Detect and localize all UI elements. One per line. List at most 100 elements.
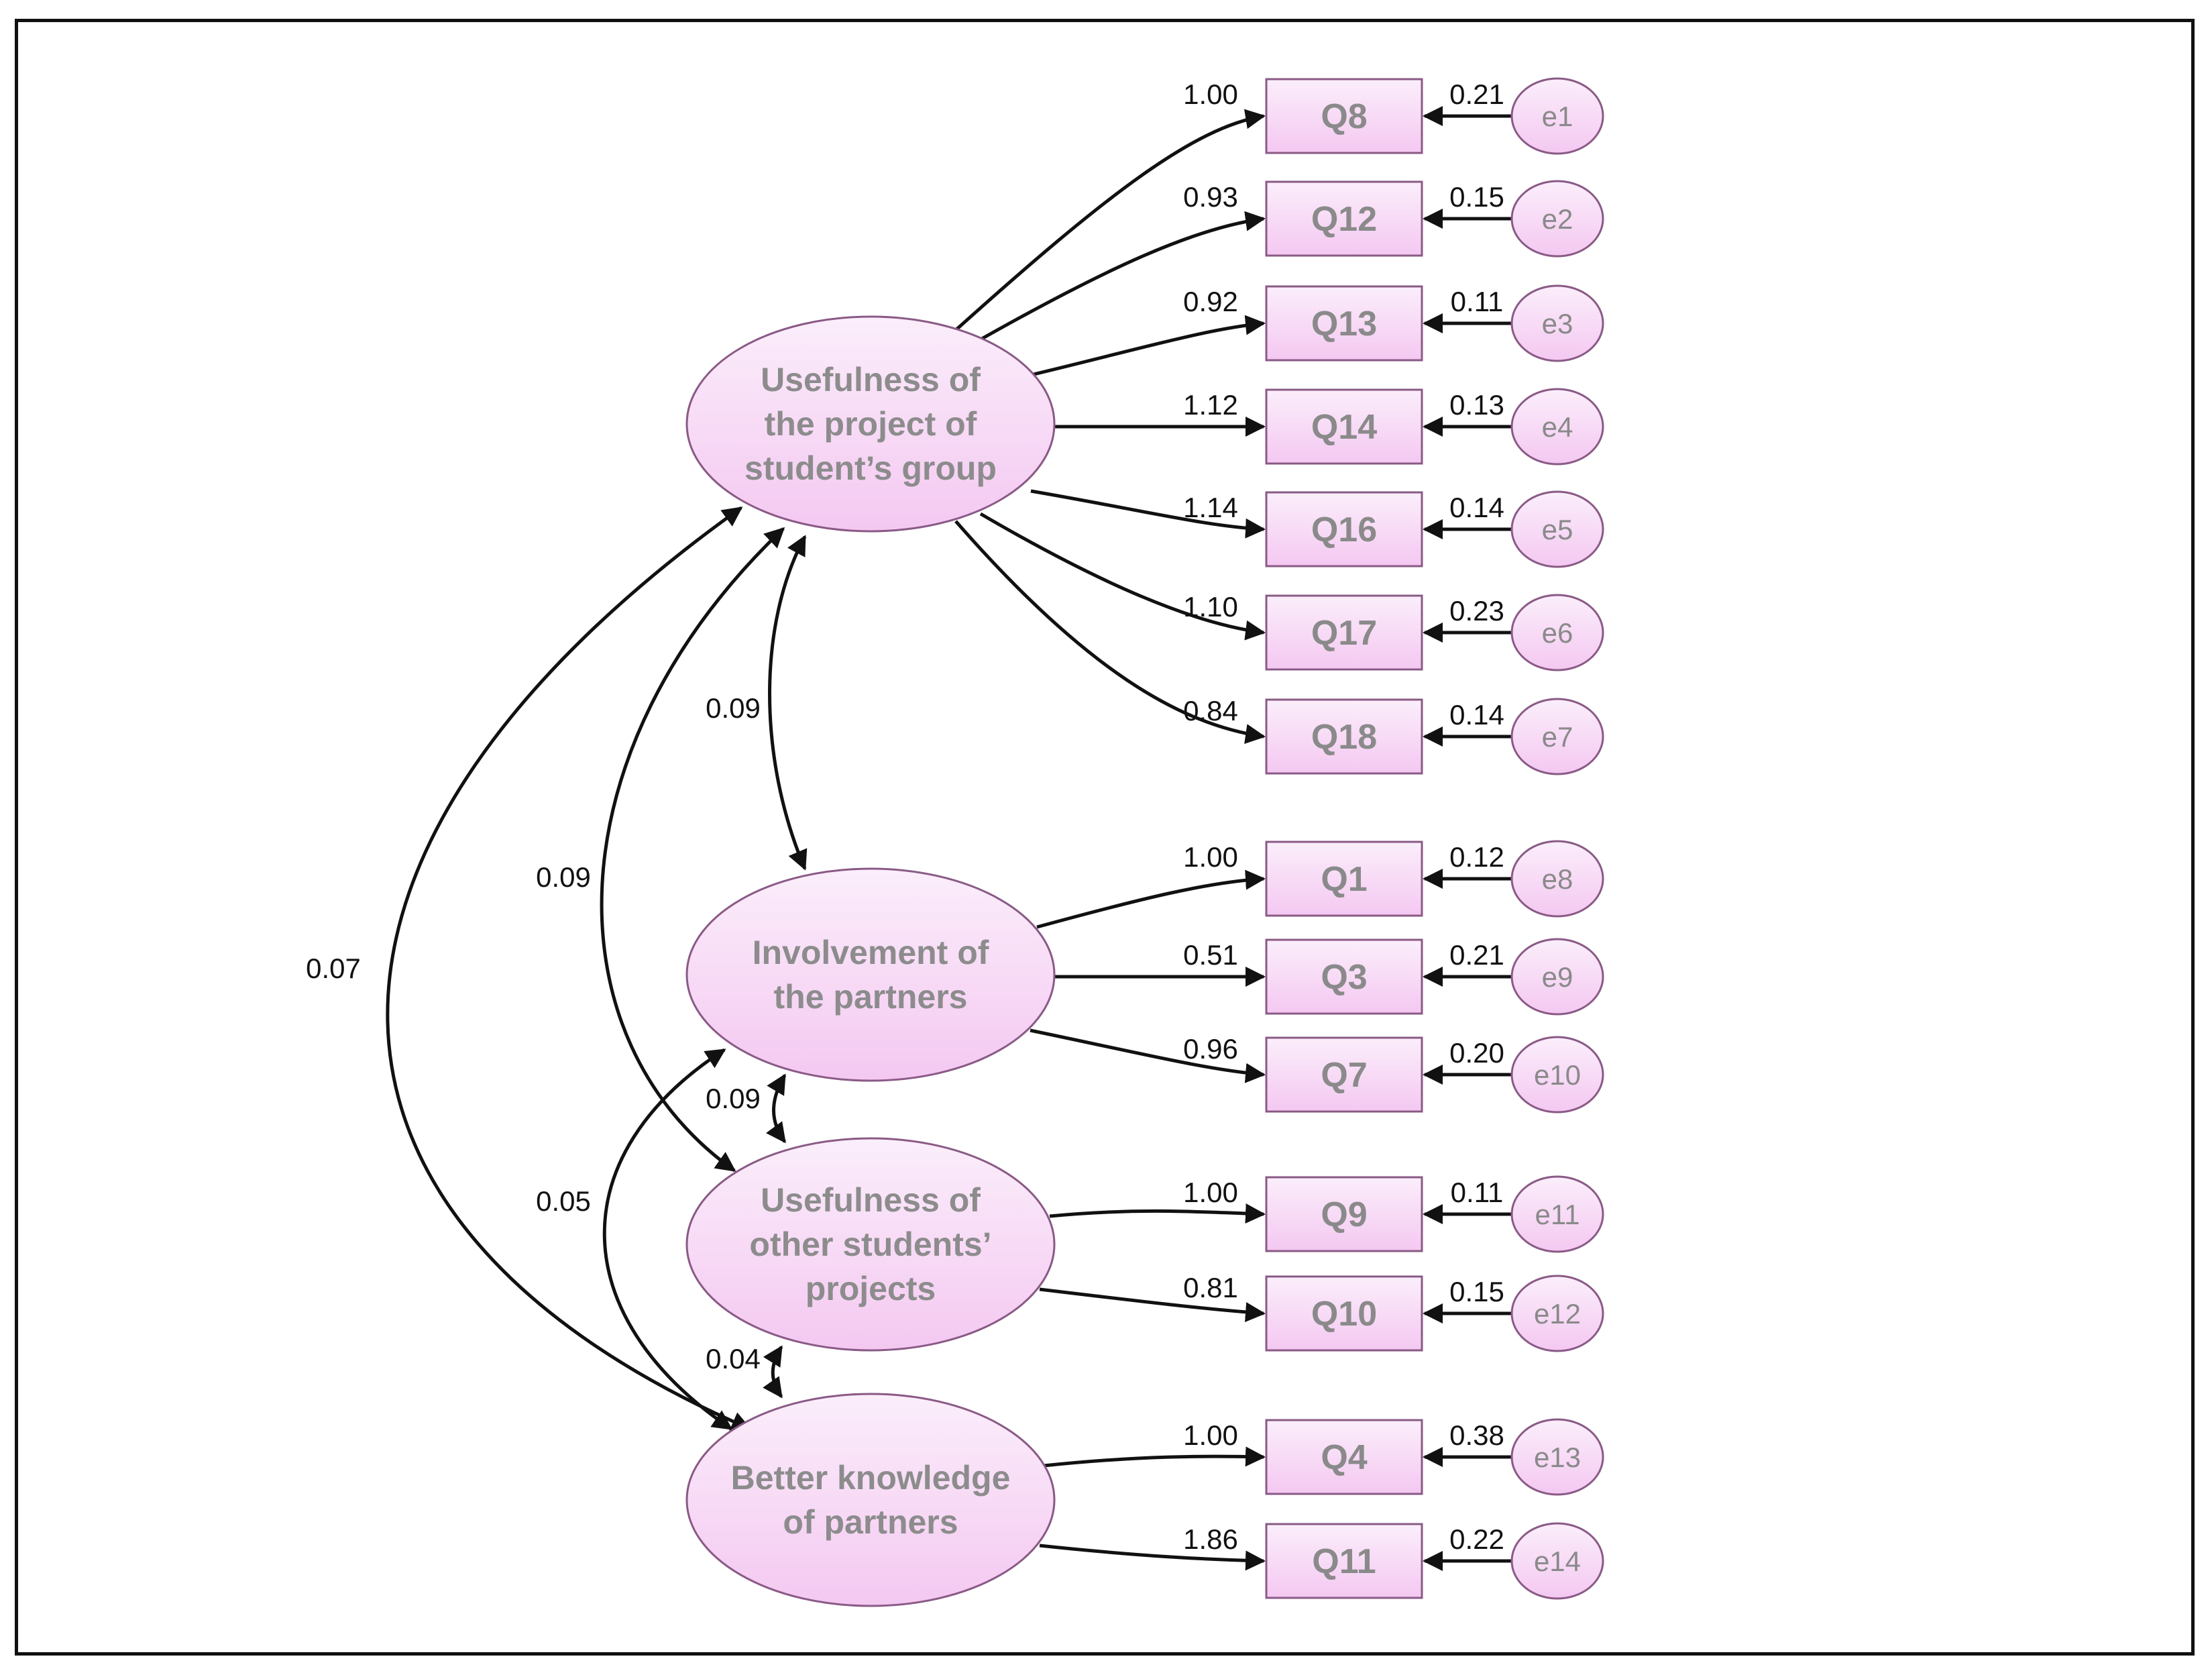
loading-label-q14: 1.12 — [1183, 389, 1238, 421]
indicator-box-q7 — [1265, 1036, 1423, 1113]
latent-label-l2-line-2: the partners — [774, 978, 968, 1016]
indicator-box-q10 — [1265, 1275, 1423, 1352]
latent-ellipse-l2 — [685, 867, 1056, 1082]
latent-label-l3-line-2: other students’ — [749, 1226, 991, 1263]
error-term-e2 — [1510, 180, 1604, 258]
loading-label-q8: 1.00 — [1183, 78, 1238, 110]
error-term-e6 — [1510, 594, 1604, 671]
covariance-layer — [386, 506, 808, 1431]
error-term-e4 — [1510, 388, 1604, 466]
covariance-curve-l2-l4 — [602, 1048, 733, 1431]
loading-label-q10: 0.81 — [1183, 1272, 1238, 1303]
loading-label-q16: 1.14 — [1183, 492, 1238, 523]
error-label-e4: e4 — [1542, 411, 1573, 443]
indicator-box-q18 — [1265, 698, 1423, 775]
indicator-box-q13 — [1265, 285, 1423, 362]
latent-label-l2-line-1: Involvement of — [753, 934, 989, 971]
loading-path-q18 — [954, 520, 1266, 744]
latent-label-l3-line-1: Usefulness of — [761, 1181, 981, 1219]
error-variance-label-e8: 0.12 — [1449, 841, 1504, 873]
covariance-label-l1-l3: 0.09 — [536, 861, 591, 893]
latent-label-l1-line-3: student’s group — [744, 449, 997, 487]
latent-label-l4-line-1: Better knowledge — [731, 1459, 1011, 1497]
error-term-e14 — [1510, 1522, 1604, 1600]
loading-path-q9 — [1049, 1203, 1266, 1224]
indicator-label-q11: Q11 — [1312, 1542, 1376, 1581]
covariance-curve-l1-l2 — [768, 535, 808, 871]
indicator-label-q16: Q16 — [1311, 510, 1377, 549]
covariance-label-l2-l3: 0.09 — [706, 1083, 761, 1114]
diagram-frame — [15, 19, 2195, 1656]
error-label-e14: e14 — [1534, 1546, 1581, 1577]
latent-label-l3-line-3: projects — [806, 1270, 936, 1307]
latent-ellipse-l3 — [685, 1137, 1056, 1352]
error-term-e7 — [1510, 698, 1604, 775]
error-label-e7: e7 — [1542, 721, 1573, 753]
error-variance-label-e14: 0.22 — [1449, 1523, 1504, 1555]
loading-label-q7: 0.96 — [1183, 1033, 1238, 1065]
loading-path-q8 — [954, 109, 1266, 331]
covariance-curve-l3-l4 — [763, 1345, 783, 1399]
error-term-e11 — [1510, 1175, 1604, 1253]
covariance-curve-l2-l3 — [765, 1073, 787, 1144]
error-term-e13 — [1510, 1418, 1604, 1496]
loading-label-q4: 1.00 — [1183, 1419, 1238, 1451]
indicator-box-q1 — [1265, 841, 1423, 917]
error-label-e3: e3 — [1542, 308, 1573, 339]
covariance-curve-l1-l3 — [600, 527, 785, 1173]
loading-path-q4 — [1043, 1446, 1266, 1468]
loading-path-q16 — [1030, 489, 1266, 539]
error-variance-label-e4: 0.13 — [1449, 389, 1504, 421]
error-variance-label-e7: 0.14 — [1449, 699, 1504, 731]
indicator-box-q11 — [1265, 1523, 1423, 1599]
error-variance-label-e9: 0.21 — [1449, 939, 1504, 971]
indicator-box-q12 — [1265, 180, 1423, 257]
error-variance-label-e10: 0.20 — [1449, 1037, 1504, 1069]
latent-ellipse-l4 — [685, 1393, 1056, 1607]
indicator-label-q14: Q14 — [1311, 408, 1377, 447]
covariance-label-l2-l4: 0.05 — [536, 1185, 591, 1217]
indicator-label-q1: Q1 — [1321, 860, 1367, 899]
loading-label-q3: 0.51 — [1183, 939, 1238, 971]
loading-path-q13 — [1030, 315, 1266, 377]
covariance-label-l3-l4: 0.04 — [706, 1343, 761, 1374]
error-variance-label-e5: 0.14 — [1449, 492, 1504, 523]
error-label-e2: e2 — [1542, 203, 1573, 235]
latent-label-l1-line-1: Usefulness of — [761, 361, 981, 398]
error-term-e3 — [1510, 284, 1604, 362]
indicator-label-q12: Q12 — [1311, 200, 1377, 239]
loading-path-q17 — [979, 512, 1266, 641]
indicator-box-q3 — [1265, 938, 1423, 1015]
indicator-box-q14 — [1265, 388, 1423, 465]
covariance-label-l1-l4: 0.07 — [306, 953, 361, 984]
error-variance-label-e3: 0.11 — [1451, 286, 1504, 317]
indicator-label-q18: Q18 — [1311, 718, 1377, 757]
loading-path-q11 — [1039, 1544, 1266, 1571]
latent-label-l4-line-2: of partners — [783, 1503, 958, 1541]
latent-ellipse-l1 — [685, 315, 1056, 533]
indicator-label-q3: Q3 — [1321, 958, 1367, 997]
indicator-label-q7: Q7 — [1321, 1056, 1367, 1095]
covariance-label-l1-l2: 0.09 — [706, 692, 761, 724]
error-variance-label-e6: 0.23 — [1449, 595, 1504, 627]
loading-path-q10 — [1039, 1287, 1266, 1323]
error-term-e8 — [1510, 840, 1604, 918]
error-variance-label-e1: 0.21 — [1449, 78, 1504, 110]
error-label-e8: e8 — [1542, 863, 1573, 895]
indicator-box-q4 — [1265, 1419, 1423, 1495]
error-term-e10 — [1510, 1036, 1604, 1114]
indicator-box-q8 — [1265, 78, 1423, 154]
loading-path-q1 — [1036, 869, 1266, 929]
loading-label-q1: 1.00 — [1183, 841, 1238, 873]
loading-path-q7 — [1030, 1028, 1266, 1083]
covariance-curve-l1-l4 — [386, 506, 752, 1431]
error-label-e11: e11 — [1535, 1199, 1580, 1230]
indicator-box-q9 — [1265, 1176, 1423, 1252]
error-term-e9 — [1510, 938, 1604, 1016]
latent-label-l1-line-2: the project of — [765, 405, 977, 443]
indicator-label-q13: Q13 — [1311, 305, 1377, 343]
indicator-label-q4: Q4 — [1321, 1438, 1367, 1477]
